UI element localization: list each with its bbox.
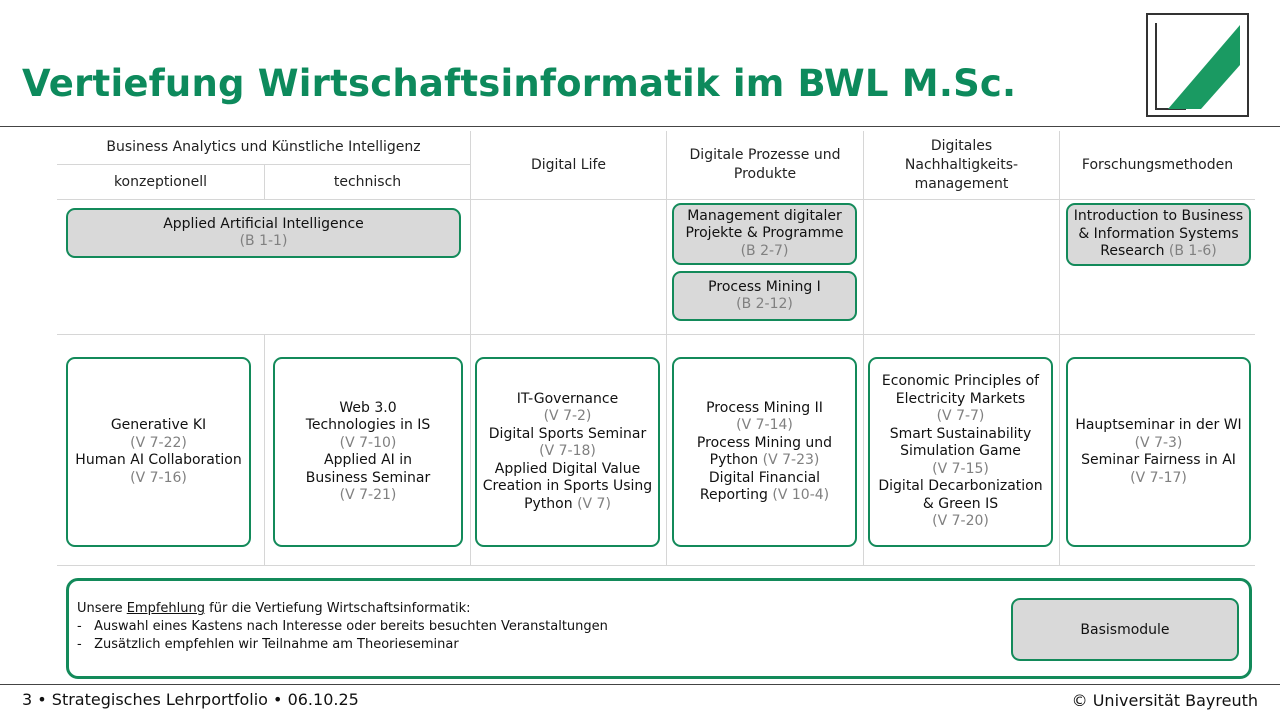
- module-name: Applied Artificial Intelligence: [163, 215, 364, 232]
- course-code: (V 10-4): [772, 487, 830, 503]
- course-code: (V 7-17): [1130, 469, 1187, 486]
- course-name: IT-Governance: [516, 390, 619, 407]
- header-digitale-prozesse: Digitale Prozesse und Produkte: [689, 147, 841, 182]
- header-technisch: technisch: [333, 173, 402, 190]
- course-code: (V 7-18): [539, 443, 596, 460]
- grid-line: [863, 131, 864, 565]
- header-forschungsmethoden: Forschungsmethoden: [1081, 156, 1234, 173]
- course-code: (V 7-15): [932, 460, 989, 477]
- course-code: (V 7-10): [339, 434, 397, 451]
- elective-box-nachhaltigkeit[interactable]: Economic Principles of Electricity Marke…: [868, 357, 1053, 547]
- elective-box-digital-life[interactable]: IT-Governance (V 7-2) Digital Sports Sem…: [475, 357, 660, 547]
- footer-copyright: © Universität Bayreuth: [1071, 691, 1258, 710]
- basis-module-management-digitaler-projekte[interactable]: Management digitaler Projekte & Programm…: [672, 203, 857, 265]
- course-code: (V 7-16): [130, 469, 187, 486]
- grid-line: [57, 199, 1255, 200]
- course-code: (V 7-23): [762, 452, 820, 468]
- grid-line: [57, 164, 470, 165]
- elective-box-forschungsmethoden[interactable]: Hauptseminar in der WI (V 7-3) Seminar F…: [1066, 357, 1251, 547]
- course-name: Digital Sports Seminar: [488, 425, 647, 442]
- module-code: (B 2-12): [736, 296, 793, 312]
- course-code: (V 7-20): [932, 513, 989, 530]
- title-divider: [0, 126, 1280, 127]
- header-konzeptionell: konzeptionell: [113, 173, 208, 190]
- course-code: (V 7-2): [543, 408, 592, 425]
- footer-divider: [0, 684, 1280, 685]
- elective-box-digitale-prozesse[interactable]: Process Mining II (V 7-14) Process Minin…: [672, 357, 857, 547]
- grid-line: [470, 131, 471, 565]
- module-code: (B 1-1): [239, 233, 288, 249]
- module-name: Introduction to Business & Information S…: [1073, 208, 1244, 260]
- elective-box-konzeptionell[interactable]: Generative KI (V 7-22) Human AI Collabor…: [66, 357, 251, 547]
- course-name: Generative KI: [110, 417, 207, 433]
- basis-module-process-mining-1[interactable]: Process Mining I (B 2-12): [672, 271, 857, 321]
- course-name: Process Mining und Python (V 7-23): [696, 434, 833, 469]
- grid-line: [264, 164, 265, 199]
- course-name: Economic Principles of Electricity Marke…: [881, 373, 1040, 407]
- course-name: Digital Financial Reporting (V 10-4): [699, 469, 830, 504]
- course-code: (V 7-22): [130, 434, 187, 451]
- course-name: Hauptseminar in der WI: [1075, 417, 1242, 433]
- grid-line: [666, 131, 667, 565]
- grid-line: [264, 334, 265, 565]
- header-business-analytics-ki: Business Analytics und Künstliche Intell…: [106, 139, 421, 155]
- header-nachhaltigkeit: Digitales Nachhaltigkeits-management: [904, 137, 1019, 192]
- course-code: (V 7): [577, 495, 611, 512]
- basis-module-applied-ai[interactable]: Applied Artificial Intelligence (B 1-1): [66, 208, 461, 258]
- footer-slide-info: 3 • Strategisches Lehrportfolio • 06.10.…: [22, 690, 359, 709]
- legend-basismodule: Basismodule: [1011, 598, 1239, 661]
- course-code: (V 7-7): [936, 408, 985, 425]
- module-name: Process Mining I: [708, 278, 821, 295]
- course-name: Digital Decarbonization & Green IS: [878, 478, 1043, 512]
- course-name: Process Mining II: [706, 399, 823, 416]
- grid-line: [1059, 131, 1060, 565]
- basis-module-intro-business-is-research[interactable]: Introduction to Business & Information S…: [1066, 203, 1251, 266]
- university-logo-icon: [1146, 13, 1249, 117]
- course-name: Web 3.0 Technologies in IS: [305, 399, 431, 434]
- module-name: Management digitaler Projekte & Programm…: [685, 207, 844, 242]
- course-name: Applied AI in Business Seminar: [305, 452, 431, 486]
- recommendation-bullet: - Auswahl eines Kastens nach Interesse o…: [77, 619, 608, 634]
- elective-box-technisch[interactable]: Web 3.0 Technologies in IS (V 7-10) Appl…: [273, 357, 463, 547]
- course-name: Applied Digital Value Creation in Sports…: [482, 460, 653, 512]
- recommendation-heading: Unsere Empfehlung für die Vertiefung Wir…: [77, 601, 471, 616]
- recommendation-text: Unsere Empfehlung für die Vertiefung Wir…: [77, 600, 608, 654]
- course-code: (V 7-14): [736, 417, 793, 433]
- course-name: Seminar Fairness in AI: [1081, 452, 1236, 468]
- module-code: (B 1-6): [1168, 243, 1217, 260]
- grid-line: [57, 334, 1255, 335]
- recommendation-bullet: - Zusätzlich empfehlen wir Teilnahme am …: [77, 637, 459, 652]
- course-name: Human AI Collaboration: [75, 452, 242, 468]
- slide-title: Vertiefung Wirtschaftsinformatik im BWL …: [22, 62, 1017, 105]
- grid-line: [57, 565, 1255, 566]
- module-code: (B 2-7): [740, 242, 789, 259]
- course-code: (V 7-21): [339, 487, 397, 503]
- course-name: Smart Sustainability Simulation Game: [889, 425, 1032, 460]
- course-code: (V 7-3): [1134, 434, 1183, 451]
- header-digital-life: Digital Life: [530, 156, 607, 173]
